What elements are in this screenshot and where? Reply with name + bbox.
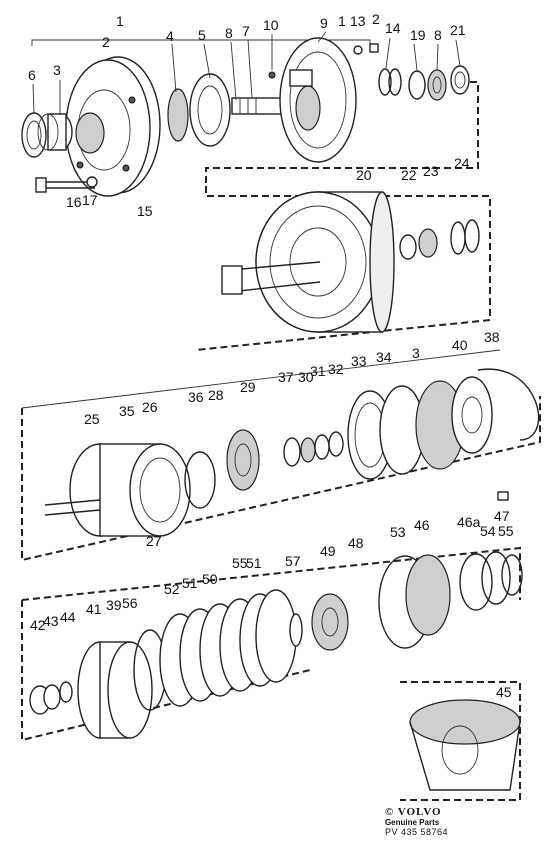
- callout: 51: [246, 555, 262, 571]
- brand-tagline: Genuine Parts: [384, 818, 440, 827]
- callout: 30: [298, 369, 314, 385]
- callout: 25: [84, 411, 100, 427]
- callout: 8: [225, 25, 233, 41]
- callout: 20: [356, 167, 372, 183]
- callout: 4: [166, 28, 174, 44]
- callout: 24: [454, 155, 470, 171]
- callout: 3: [53, 62, 61, 78]
- callout: 52: [164, 581, 180, 597]
- callout: 46a: [457, 514, 481, 530]
- callout-labels: 1 2 4 5 8 7 10 9 1 13 2 14 19 8 21 6 3 1…: [28, 11, 514, 700]
- callout: 42: [30, 617, 46, 633]
- callout: 43: [43, 613, 59, 629]
- copyright-icon: ©: [384, 806, 395, 818]
- callout: 8: [434, 27, 442, 43]
- callout: 21: [450, 22, 466, 38]
- callout: 22: [401, 167, 417, 183]
- callout: 7: [242, 23, 250, 39]
- callout: 13: [350, 13, 366, 29]
- callout: 1: [338, 13, 346, 29]
- callout: 37: [278, 369, 294, 385]
- callout: 45: [496, 684, 512, 700]
- callout: 50: [202, 571, 218, 587]
- callout: 15: [137, 203, 153, 219]
- piston-group: [400, 681, 521, 801]
- converter-group: [195, 186, 491, 351]
- callout: 2: [102, 34, 110, 50]
- clutch-group: [21, 349, 541, 562]
- callout: 26: [142, 399, 158, 415]
- callout: 35: [119, 403, 135, 419]
- callout: 33: [351, 353, 367, 369]
- callout: 36: [188, 389, 204, 405]
- pump-group: [21, 37, 479, 197]
- callout: 3: [412, 345, 420, 361]
- callout: 53: [390, 524, 406, 540]
- callout: 10: [263, 17, 279, 33]
- callout: 27: [146, 533, 162, 549]
- callout: 6: [28, 67, 36, 83]
- callout: 55: [498, 523, 514, 539]
- callout: 32: [328, 361, 344, 377]
- callout: 51: [182, 575, 198, 591]
- callout: 2: [372, 11, 380, 27]
- callout: 54: [480, 523, 496, 539]
- callout: 46: [414, 517, 430, 533]
- callout: 38: [484, 329, 500, 345]
- callout: 41: [86, 601, 102, 617]
- brand-logo: VOLVO: [397, 806, 442, 818]
- callout: 47: [494, 508, 510, 524]
- callout: 49: [320, 543, 336, 559]
- callout: 40: [452, 337, 468, 353]
- callout: 48: [348, 535, 364, 551]
- callout: 31: [310, 363, 326, 379]
- callout: 44: [60, 609, 76, 625]
- callout: 56: [122, 595, 138, 611]
- callout: 17: [82, 192, 98, 208]
- volvo-brand-block: © VOLVO Genuine Parts PV 435 58764: [385, 806, 448, 837]
- callout: 55: [232, 555, 248, 571]
- callout: 16: [66, 194, 82, 210]
- callout: 9: [320, 15, 328, 31]
- callout: 34: [376, 349, 392, 365]
- callout: 57: [285, 553, 301, 569]
- callout: 28: [208, 387, 224, 403]
- brand-code: PV 435 58764: [384, 827, 448, 837]
- callout: 23: [423, 163, 439, 179]
- callout: 39: [106, 597, 122, 613]
- lower-pack-group: [21, 546, 523, 742]
- callout: 5: [198, 27, 206, 43]
- leader-lines: [32, 31, 461, 114]
- callout: 14: [385, 20, 401, 36]
- callout: 19: [410, 27, 426, 43]
- callout: 1: [116, 13, 124, 29]
- callout: 29: [240, 379, 256, 395]
